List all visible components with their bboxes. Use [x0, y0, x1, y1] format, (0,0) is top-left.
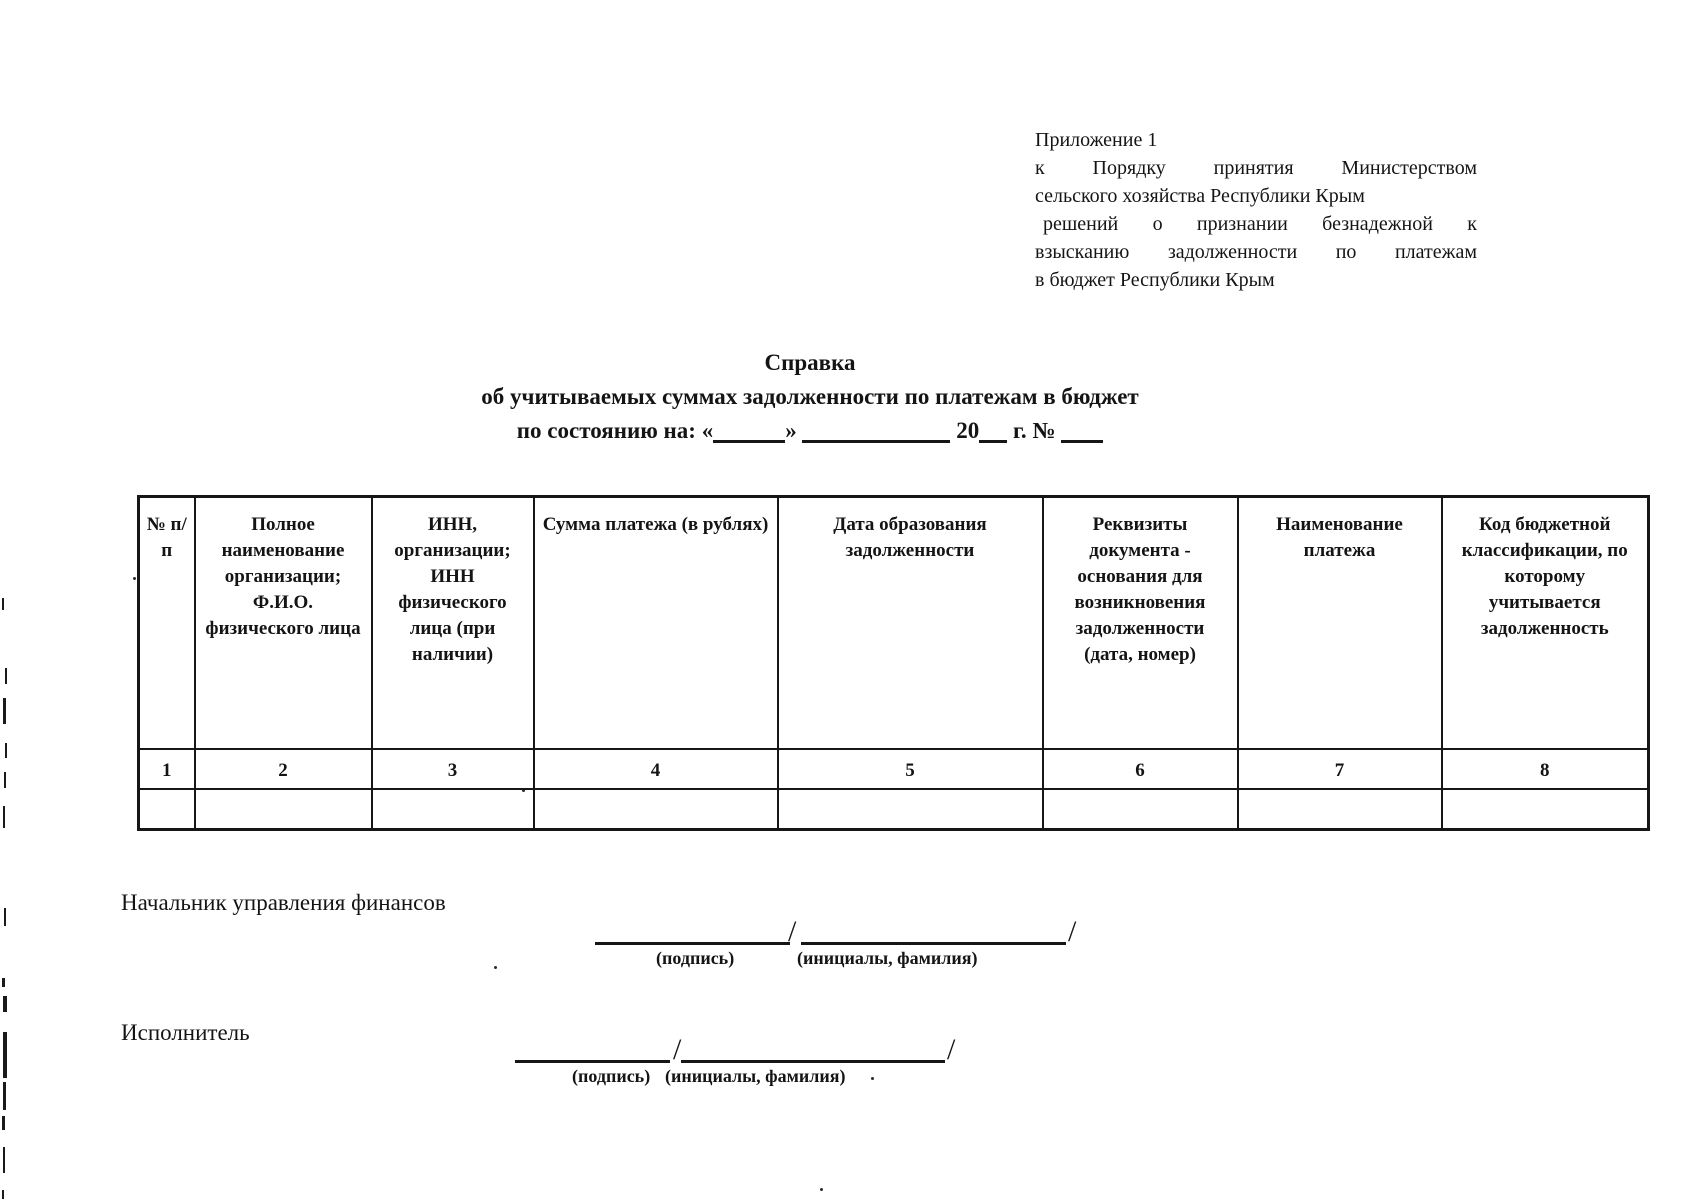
appendix-line: в бюджет Республики Крым — [1035, 269, 1275, 291]
header-debt-date: Дата образования задолженности — [776, 495, 1044, 750]
title-line-1: Справка — [764, 350, 856, 375]
appendix-line: к Порядку принятия Министерством — [1035, 157, 1477, 179]
executor-name-caption: (инициалы, фамилия) — [665, 1066, 846, 1086]
title-year: 20 — [956, 418, 980, 443]
head-slash-1: / — [788, 915, 797, 948]
executor-slash-1: / — [673, 1033, 682, 1066]
executor-slash-2: / — [947, 1033, 956, 1066]
empty-cell — [1440, 788, 1650, 831]
head-of-finance-label: Начальник управления финансов — [121, 890, 446, 915]
date-year-blank — [979, 440, 1008, 443]
empty-cell — [137, 788, 196, 831]
appendix-line: взысканию задолженности по платежам — [1035, 241, 1477, 263]
header-budget-code: Код бюджетной классификации, по которому… — [1440, 495, 1650, 750]
executor-name-blank — [681, 1040, 945, 1063]
column-number: 7 — [1236, 748, 1443, 790]
appendix-line: сельского хозяйства Республики Крым — [1035, 185, 1365, 207]
executor-label: Исполнитель — [121, 1020, 250, 1045]
title-line-3: по состоянию на: « » 20 г. № — [180, 414, 1440, 448]
executor-signature-blank — [515, 1040, 670, 1063]
title-line-2: об учитываемых суммах задолженности по п… — [481, 384, 1139, 409]
title-number-label: г. № — [1012, 418, 1056, 443]
header-payment-sum: Сумма платежа (в рублях) — [532, 495, 779, 750]
appendix-line: Приложение 1 — [1035, 129, 1158, 151]
column-number: 6 — [1041, 748, 1239, 790]
column-number: 3 — [370, 748, 535, 790]
debt-summary-table: № п/п Полное наименование организации; Ф… — [137, 495, 1650, 831]
head-signature-blank — [595, 922, 790, 945]
column-number: 2 — [193, 748, 373, 790]
header-document-details: Реквизиты документа - основания для возн… — [1041, 495, 1239, 750]
date-day-blank — [713, 440, 786, 443]
appendix-reference-block: Приложение 1 к Порядку принятия Министер… — [1035, 126, 1477, 294]
date-month-blank — [802, 440, 951, 443]
column-number-row: 1 2 3 4 5 6 7 8 — [137, 748, 1650, 790]
header-row-number: № п/п — [137, 495, 196, 750]
title-close-quote: » — [785, 418, 797, 443]
doc-number-blank — [1061, 440, 1104, 443]
title-date-prefix: по состоянию на: « — [516, 418, 714, 443]
executor-sign-caption: (подпись) — [572, 1066, 651, 1086]
header-org-name: Полное наименование организации; Ф.И.О. … — [193, 495, 373, 750]
empty-cell — [1041, 788, 1239, 831]
column-number: 5 — [776, 748, 1044, 790]
head-name-caption: (инициалы, фамилия) — [797, 948, 978, 968]
head-name-blank — [801, 922, 1066, 945]
column-number: 4 — [532, 748, 779, 790]
head-slash-2: / — [1068, 915, 1077, 948]
empty-cell — [1236, 788, 1443, 831]
header-inn: ИНН, организации; ИНН физического лица (… — [370, 495, 535, 750]
empty-data-row — [137, 788, 1650, 831]
table-header-row: № п/п Полное наименование организации; Ф… — [137, 495, 1650, 750]
appendix-line: решений о признании безнадежной к — [1043, 213, 1477, 235]
empty-cell — [193, 788, 373, 831]
head-sign-caption: (подпись) — [656, 948, 735, 968]
column-number: 1 — [137, 748, 196, 790]
empty-cell — [532, 788, 779, 831]
document-title: Справка об учитываемых суммах задолженно… — [180, 346, 1440, 448]
header-payment-name: Наименование платежа — [1236, 495, 1443, 750]
column-number: 8 — [1440, 748, 1650, 790]
empty-cell — [370, 788, 535, 831]
empty-cell — [776, 788, 1044, 831]
